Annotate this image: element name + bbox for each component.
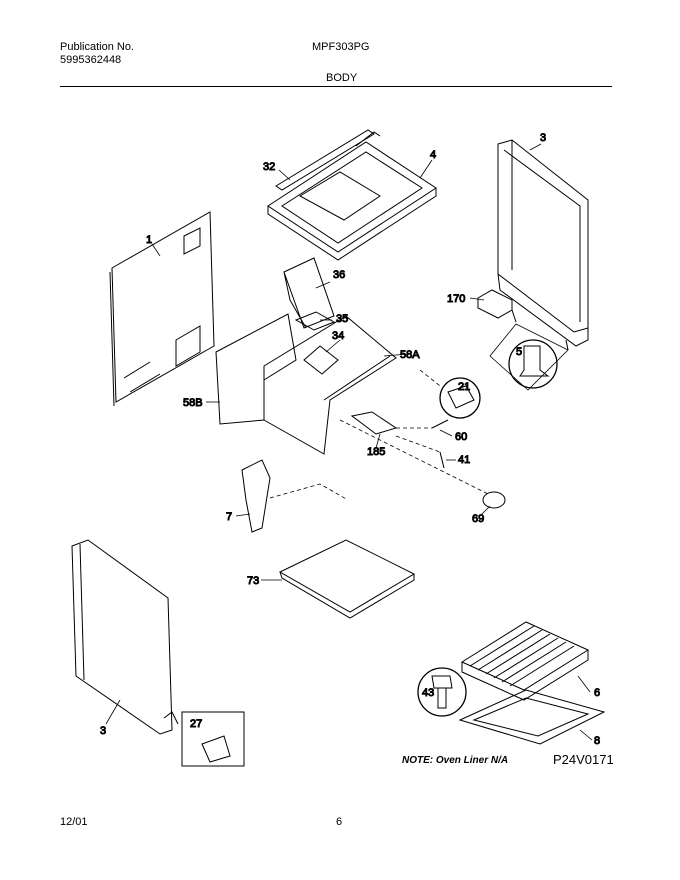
page-number: 6 <box>336 816 343 828</box>
label-69: 69 <box>472 513 484 525</box>
foot-leader-lines <box>489 323 569 391</box>
label-73: 73 <box>247 575 259 587</box>
dashed-leader-7 <box>269 483 349 501</box>
publication-number: 5995362448 <box>60 54 122 66</box>
label-185: 185 <box>367 446 385 458</box>
bracket-35-drawing <box>294 311 336 331</box>
side-panel-top-drawing <box>497 139 589 347</box>
label-58B: 58B <box>183 397 203 409</box>
label-8: 8 <box>594 735 600 747</box>
clip-27-drawing <box>201 735 231 763</box>
strip-32-drawing <box>275 129 375 191</box>
screw-43-drawing <box>431 675 453 709</box>
part-27-box <box>181 711 245 767</box>
bottom-tray-73-drawing <box>278 539 416 619</box>
insulation-58B-drawing <box>215 313 297 425</box>
label-3-bottom: 3 <box>100 725 106 737</box>
publication-label: Publication No. <box>60 41 134 53</box>
label-3-top: 3 <box>540 132 546 144</box>
label-32: 32 <box>263 161 275 173</box>
label-4: 4 <box>430 149 436 161</box>
label-21: 21 <box>458 381 470 393</box>
insulation-58A-drawing <box>263 315 397 455</box>
label-58A: 58A <box>400 349 420 361</box>
dashed-leader-41 <box>395 435 441 453</box>
model-number: MPF303PG <box>312 41 370 53</box>
part-69-drawing <box>482 491 506 509</box>
oven-liner-note: NOTE: Oven Liner N/A <box>402 755 509 766</box>
drawing-reference: P24V0171 <box>553 752 614 767</box>
hinge-7-drawing <box>241 459 271 533</box>
part-21-drawing <box>447 385 475 409</box>
part-43-callout-circle <box>417 667 467 717</box>
section-title: BODY <box>326 72 358 84</box>
label-35: 35 <box>336 313 348 325</box>
oven-liner-8-drawing <box>458 689 606 745</box>
oven-rack-6-drawing <box>460 621 590 701</box>
label-34: 34 <box>332 330 344 342</box>
leveling-leg-callout-circle <box>508 339 558 389</box>
label-6: 6 <box>594 687 600 699</box>
label-27: 27 <box>190 718 202 730</box>
part-60-drawing <box>431 419 449 429</box>
leader-lines <box>105 143 593 741</box>
side-panel-bottom-drawing <box>71 539 173 735</box>
label-7: 7 <box>226 511 232 523</box>
leveling-leg-drawing <box>519 345 550 377</box>
footer-date: 12/01 <box>60 816 88 828</box>
dashed-leader-21 <box>419 369 441 387</box>
bracket-34-drawing <box>303 345 339 375</box>
part-41-drawing <box>439 451 445 469</box>
leveling-foot-drawing <box>511 309 569 351</box>
label-170: 170 <box>447 293 465 305</box>
label-5: 5 <box>516 346 522 358</box>
part-21-callout-circle <box>439 377 481 419</box>
bracket-170-bottom <box>163 711 179 725</box>
label-41: 41 <box>458 454 470 466</box>
label-60: 60 <box>455 431 467 443</box>
top-frame-drawing <box>267 131 437 261</box>
bracket-170-drawing <box>477 289 513 319</box>
part-185-drawing <box>350 411 398 435</box>
label-1: 1 <box>146 234 152 246</box>
label-43: 43 <box>422 687 434 699</box>
back-panel-drawing <box>109 211 215 407</box>
label-36: 36 <box>333 269 345 281</box>
header-rule <box>60 86 612 87</box>
